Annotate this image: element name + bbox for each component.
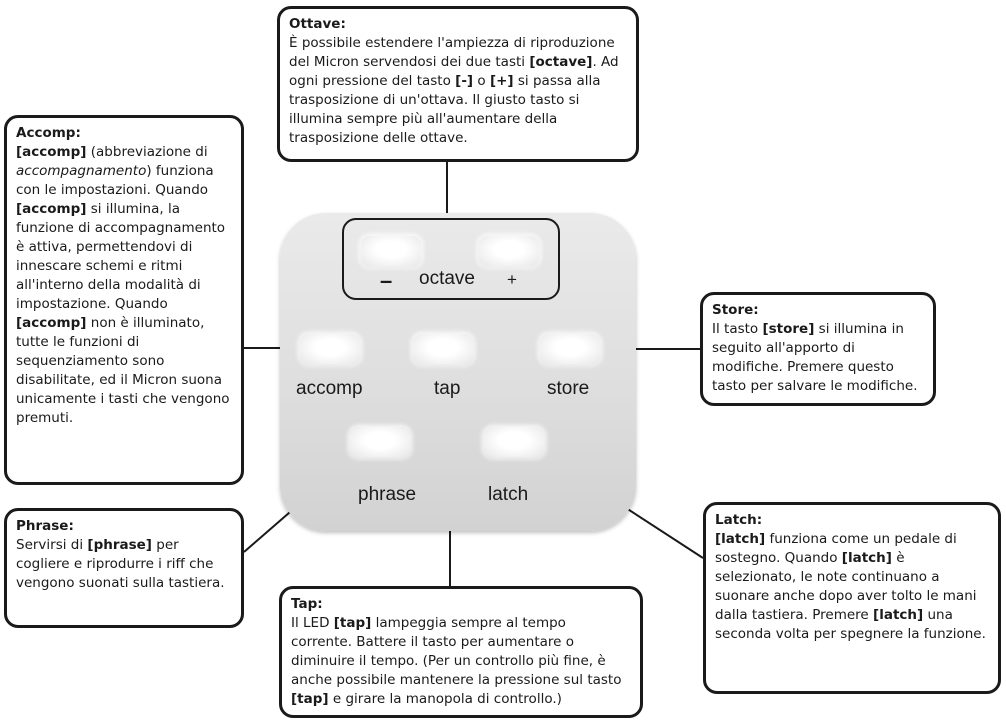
callout-text: o: [473, 73, 490, 89]
callout-text: Servirsi di: [16, 537, 88, 553]
octave-label: octave: [419, 268, 475, 289]
callout-key: [latch]: [841, 550, 892, 566]
callout-emphasis: accompagnamento: [16, 163, 147, 179]
octave-group: [342, 218, 560, 300]
callout-text: e girare la manopola di controllo.): [328, 691, 562, 707]
store-label: store: [547, 378, 590, 399]
callout-text: si illumina in seguito all'apporto di mo…: [712, 321, 918, 394]
tap-label: tap: [434, 378, 461, 399]
callout-key: [latch]: [873, 607, 924, 623]
callout-text: una seconda volta per spegnere la funzio…: [715, 607, 986, 642]
callout-key: [+]: [489, 73, 514, 89]
callout-accomp: Accomp: [accomp] (abbreviazione di accom…: [4, 115, 244, 485]
callout-text: Il LED: [291, 615, 334, 631]
accomp-button[interactable]: [300, 334, 360, 364]
callout-key: [accomp]: [16, 315, 87, 331]
callout-key: [octave]: [529, 54, 593, 70]
octave-minus-symbol: –: [380, 268, 393, 293]
octave-plus-button[interactable]: [479, 236, 539, 266]
callout-key: [tap]: [333, 615, 372, 631]
callout-ottave: Ottave: È possibile estendere l'ampiezza…: [277, 6, 639, 162]
phrase-label: phrase: [358, 484, 417, 505]
callout-title: Accomp:: [16, 125, 81, 141]
callout-title: Latch:: [715, 512, 763, 528]
latch-label: latch: [488, 484, 529, 505]
callout-tap: Tap: Il LED [tap] lampeggia sempre al te…: [279, 586, 643, 718]
callout-text: È possibile estendere l'ampiezza di ripr…: [289, 35, 615, 70]
callout-key: [latch]: [715, 531, 766, 547]
callout-text: si passa alla trasposizione di un'ottava…: [289, 73, 601, 146]
callout-key: [accomp]: [16, 201, 87, 217]
callout-text: ) funziona con le impostazioni. Quando: [16, 163, 214, 198]
callout-text: si illumina, la funzione di accompagname…: [16, 201, 226, 312]
callout-phrase: Phrase: Servirsi di [phrase] per coglier…: [4, 508, 244, 628]
callout-key: [accomp]: [16, 144, 87, 160]
callout-text: Il tasto: [712, 321, 763, 337]
callout-text: lampeggia sempre al tempo corrente. Batt…: [291, 615, 622, 688]
callout-title: Ottave:: [289, 16, 346, 32]
callout-key: [-]: [455, 73, 474, 89]
callout-title: Store:: [712, 302, 759, 318]
callout-key: [tap]: [291, 691, 329, 707]
callout-latch: Latch: [latch] funziona come un pedale d…: [703, 502, 1001, 694]
callout-title: Tap:: [291, 596, 323, 612]
control-panel: [280, 213, 636, 531]
callout-text: . Ad ogni pressione del tasto: [289, 54, 619, 89]
callout-key: [store]: [762, 321, 815, 337]
callout-title: Phrase:: [16, 518, 74, 534]
tap-button[interactable]: [413, 334, 473, 364]
latch-button[interactable]: [484, 427, 544, 457]
callout-text: (abbreviazione di: [86, 144, 208, 160]
callout-text: non è illuminato, tutte le funzioni di s…: [16, 315, 230, 426]
callout-key: [phrase]: [87, 537, 152, 553]
accomp-label: accomp: [296, 378, 363, 399]
callout-text: per cogliere e riprodurre i riff che ven…: [16, 537, 225, 591]
octave-plus-symbol: +: [507, 270, 517, 289]
store-button[interactable]: [540, 334, 600, 364]
callout-text: è selezionato, le note continuano a suon…: [715, 550, 977, 623]
phrase-button[interactable]: [350, 427, 410, 457]
octave-minus-button[interactable]: [361, 236, 421, 266]
callout-store: Store: Il tasto [store] si illumina in s…: [700, 292, 936, 406]
callout-text: funziona come un pedale di sostegno. Qua…: [715, 531, 957, 566]
